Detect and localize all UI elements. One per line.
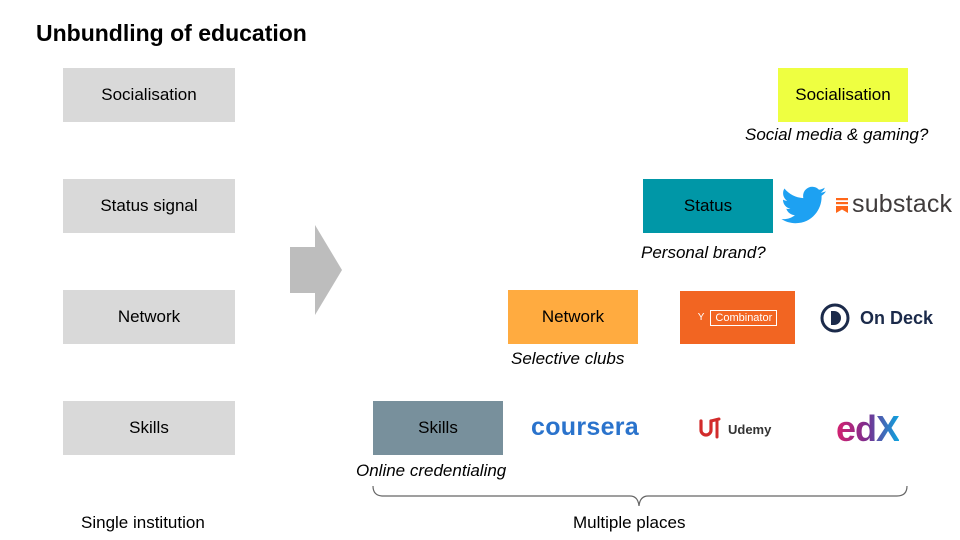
transition-arrow-icon xyxy=(290,225,342,315)
caption-personal-brand: Personal brand? xyxy=(641,243,766,262)
right-box-skills: Skills xyxy=(373,401,503,455)
right-box-label: Status xyxy=(683,196,733,215)
right-box-label: Socialisation xyxy=(795,85,891,104)
right-box-label: Network xyxy=(541,307,605,326)
twitter-bird-icon xyxy=(781,186,827,226)
caption-social-media: Social media & gaming? xyxy=(745,125,929,144)
right-box-socialisation: Socialisation xyxy=(778,68,908,122)
left-box-label: Network xyxy=(117,307,181,326)
right-box-status: Status xyxy=(643,179,773,233)
ycombinator-wordmark: Combinator xyxy=(710,309,778,326)
udemy-logo: Udemy xyxy=(698,417,771,441)
right-box-network: Network xyxy=(508,290,638,344)
ondeck-icon xyxy=(820,303,850,333)
udemy-icon xyxy=(699,417,721,439)
left-box-label: Skills xyxy=(129,418,169,437)
left-footer-label: Single institution xyxy=(81,513,205,532)
right-footer-label: Multiple places xyxy=(573,513,686,532)
left-box-skills: Skills xyxy=(63,401,235,455)
right-box-label: Skills xyxy=(418,418,458,437)
udemy-wordmark: Udemy xyxy=(728,421,772,437)
left-box-label: Status signal xyxy=(100,196,198,215)
substack-wordmark: substack xyxy=(852,190,953,218)
ycombinator-y: Y xyxy=(697,312,705,323)
substack-icon xyxy=(836,197,848,213)
page-title: Unbundling of education xyxy=(36,20,307,46)
caption-selective-clubs: Selective clubs xyxy=(511,349,625,368)
edx-wordmark: edX xyxy=(836,408,900,449)
left-box-status-signal: Status signal xyxy=(63,179,235,233)
edx-logo: edX xyxy=(836,408,900,450)
caption-online-credentialing: Online credentialing xyxy=(356,461,507,480)
left-box-label: Socialisation xyxy=(101,85,197,104)
left-box-socialisation: Socialisation xyxy=(63,68,235,122)
coursera-logo: coursera xyxy=(531,413,640,441)
multiple-places-brace xyxy=(372,484,908,512)
ondeck-logo: On Deck xyxy=(820,303,933,333)
substack-logo: substack xyxy=(835,190,952,219)
ycombinator-logo: Y Combinator xyxy=(680,291,795,344)
ondeck-wordmark: On Deck xyxy=(860,307,934,328)
left-box-network: Network xyxy=(63,290,235,344)
